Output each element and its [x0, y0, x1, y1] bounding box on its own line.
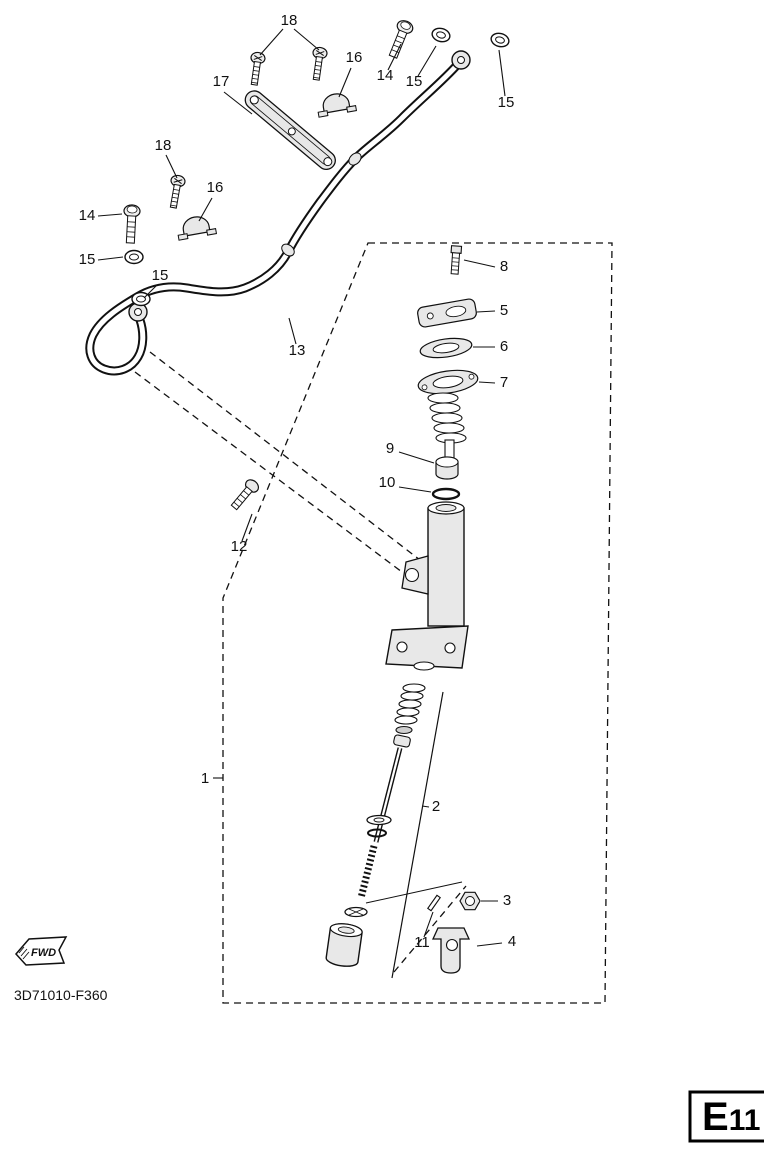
callout-14-left: 14 [79, 207, 96, 224]
rod-washer [366, 814, 392, 838]
screws-18 [165, 45, 329, 210]
fwd-label: FWD [31, 947, 56, 959]
callout-12: 12 [231, 538, 248, 555]
fwd-flag: FWD [14, 936, 68, 966]
brake-hose [85, 50, 471, 376]
diaphragm-seat-6 [419, 337, 473, 359]
hose-bracket-17 [244, 90, 336, 171]
callout-1: 1 [201, 770, 209, 787]
callout-16-lower: 16 [207, 179, 224, 196]
callout-15-left-a: 15 [79, 251, 96, 268]
clevis-4 [431, 927, 471, 974]
callout-8: 8 [500, 258, 508, 275]
banjo-eye-top [451, 50, 471, 70]
page-ref-box: E11 [688, 1090, 764, 1143]
callout-10: 10 [379, 474, 396, 491]
callout-18-top: 18 [281, 12, 298, 29]
callout-9: 9 [386, 440, 394, 457]
callout-15-top-a: 15 [406, 73, 423, 90]
callout-13: 13 [289, 342, 306, 359]
spring-washer [344, 906, 368, 918]
rod-end-leader [365, 881, 463, 904]
callout-14-top: 14 [377, 67, 394, 84]
union-bolts-14 [121, 17, 416, 244]
pushrod-assembly [325, 683, 444, 979]
pin-11 [427, 894, 441, 912]
leader-lines [97, 28, 506, 947]
callout-3: 3 [503, 892, 511, 909]
threaded-rod [357, 845, 378, 899]
callouts: 18 16 14 15 15 17 18 16 14 15 15 13 8 5 … [79, 12, 517, 951]
assembly-dashed-boundary [134, 242, 613, 1004]
ring-10 [431, 487, 461, 501]
nut-3 [459, 891, 481, 911]
callout-16-upper: 16 [346, 49, 363, 66]
callout-5: 5 [500, 302, 508, 319]
piston-cup-seal [395, 725, 413, 735]
callout-18-left: 18 [155, 137, 172, 154]
piston [393, 734, 411, 748]
callout-2: 2 [432, 798, 440, 815]
callout-15-top-b: 15 [498, 94, 515, 111]
piston-spring [394, 683, 426, 725]
bolt-12 [230, 479, 260, 511]
cap-plate-5 [417, 298, 477, 328]
callout-15-left-b: 15 [152, 267, 169, 284]
callout-17: 17 [213, 73, 230, 90]
bushing-9 [435, 456, 459, 480]
callout-4: 4 [508, 933, 516, 950]
page-ref-label: E11 [702, 1095, 760, 1139]
hose-ferrule [281, 152, 362, 257]
reservoir-cap-assembly [417, 245, 479, 463]
cap-bolt-8 [450, 245, 463, 275]
callout-11: 11 [414, 934, 430, 951]
dust-boot [325, 923, 363, 967]
banjo-eye-bottom [128, 302, 148, 322]
callout-6: 6 [500, 338, 508, 355]
reservoir-bellows [427, 392, 467, 463]
callout-7: 7 [500, 374, 508, 391]
master-cylinder-body [385, 501, 469, 671]
diagram-code: 3D71010-F360 [14, 987, 108, 1003]
gasket-7 [417, 369, 479, 395]
